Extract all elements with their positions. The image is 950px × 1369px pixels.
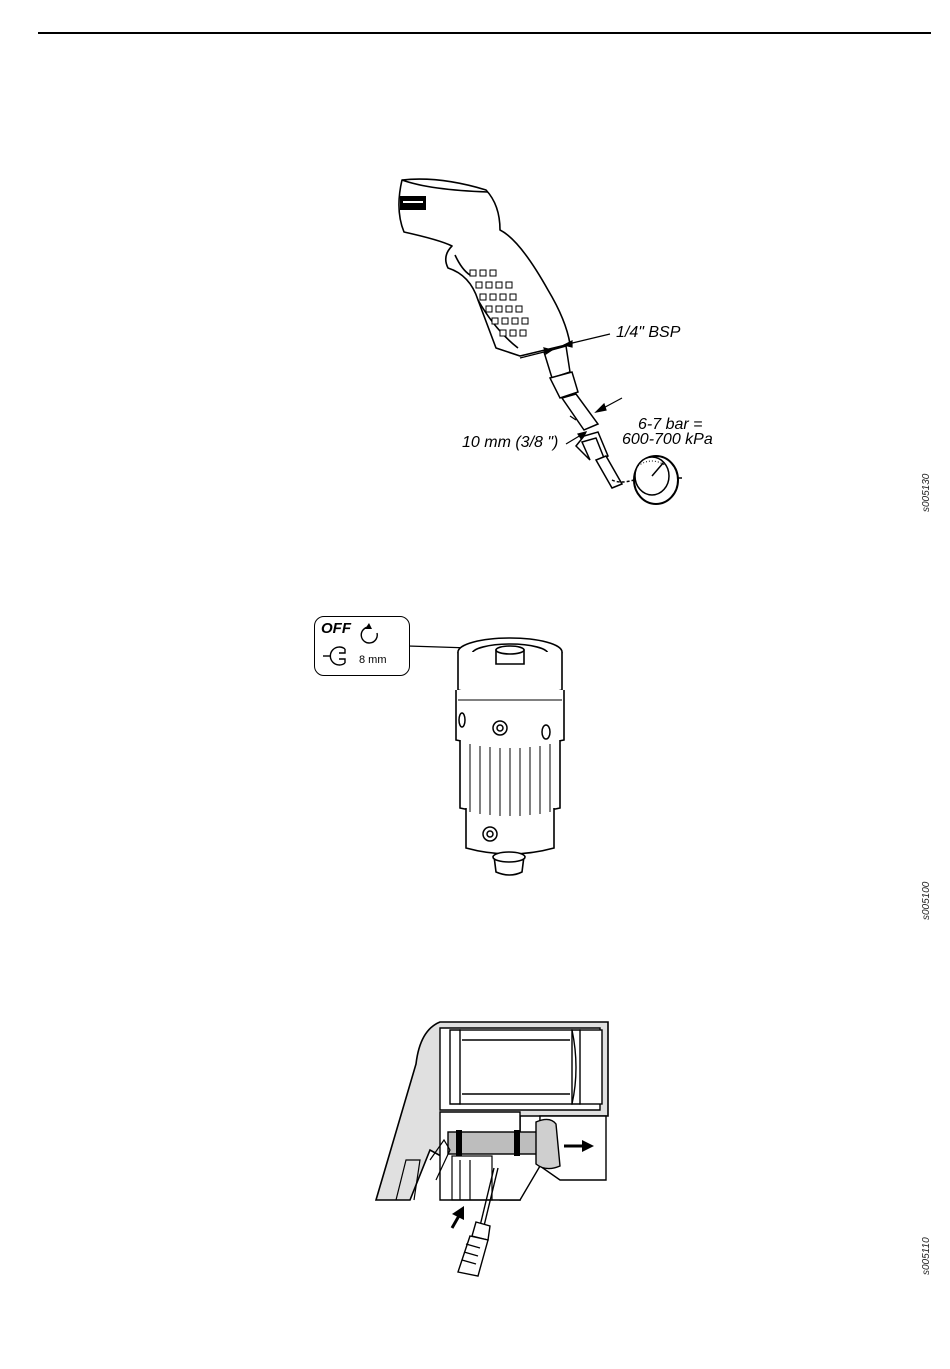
push-arrow-icon — [452, 1206, 464, 1228]
sectional-drawing — [0, 0, 950, 1290]
figure-code: s005110 — [921, 1237, 932, 1275]
